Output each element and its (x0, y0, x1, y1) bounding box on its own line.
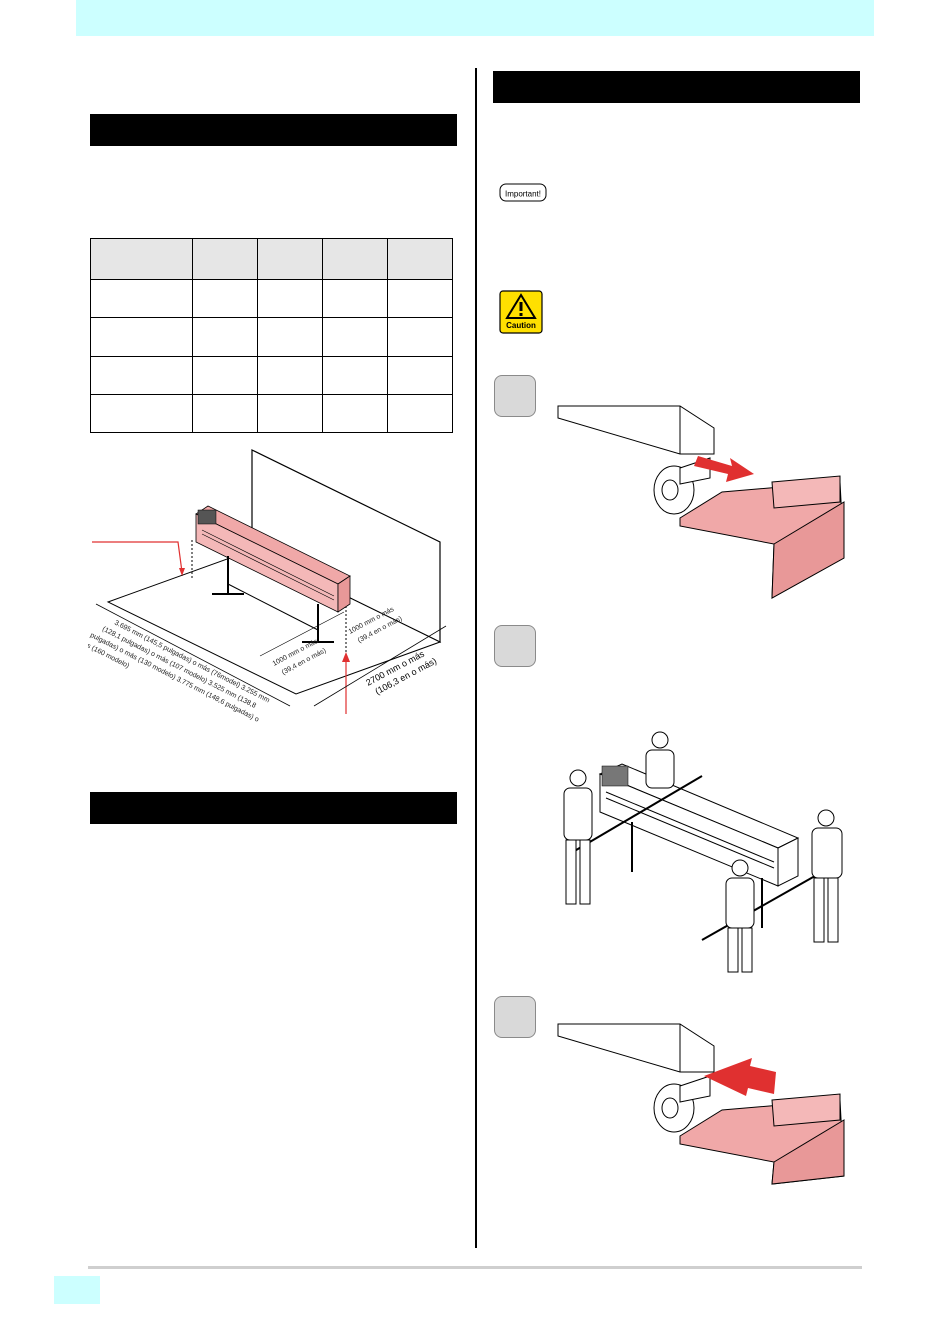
direction-arrow (694, 456, 754, 482)
pointer-line (92, 541, 183, 573)
section-header-working-environment (90, 792, 457, 824)
table-header-cell (322, 238, 388, 280)
person-figure (645, 731, 675, 789)
table-row (90, 317, 453, 357)
caution-icon: Caution (499, 290, 543, 339)
dimensions-table (90, 238, 453, 434)
table-row (90, 278, 453, 319)
table-row (90, 355, 453, 395)
installation-space-diagram: 3.695 mm (145,5 pulgadas) o más (76model… (88, 449, 447, 724)
attach-stopper-illustration (557, 1023, 845, 1185)
section-header-installation-space (90, 114, 457, 146)
table-header-cell (257, 238, 323, 280)
step-marker-3 (494, 996, 536, 1038)
printer-illustration (195, 505, 351, 643)
important-icon: Important! (499, 182, 547, 209)
column-divider (475, 68, 477, 1248)
person-figure (563, 769, 593, 905)
carry-machine-illustration (563, 731, 843, 973)
table-header-cell (90, 238, 193, 280)
person-figure (725, 859, 755, 973)
step-marker-1 (494, 375, 536, 417)
table-row (90, 393, 453, 434)
page-number-tab (54, 1276, 100, 1304)
important-icon-label: Important! (505, 190, 541, 199)
step-marker-2 (494, 625, 536, 667)
remove-stopper-illustration (557, 405, 845, 599)
page-header-band (76, 0, 874, 36)
person-figure (811, 809, 843, 943)
table-header-cell (387, 238, 453, 280)
footer-rule (88, 1266, 862, 1269)
direction-arrow (704, 1058, 776, 1096)
table-header-cell (192, 238, 258, 280)
caution-icon-label: Caution (506, 321, 536, 330)
section-header-moving-machine (493, 71, 860, 103)
